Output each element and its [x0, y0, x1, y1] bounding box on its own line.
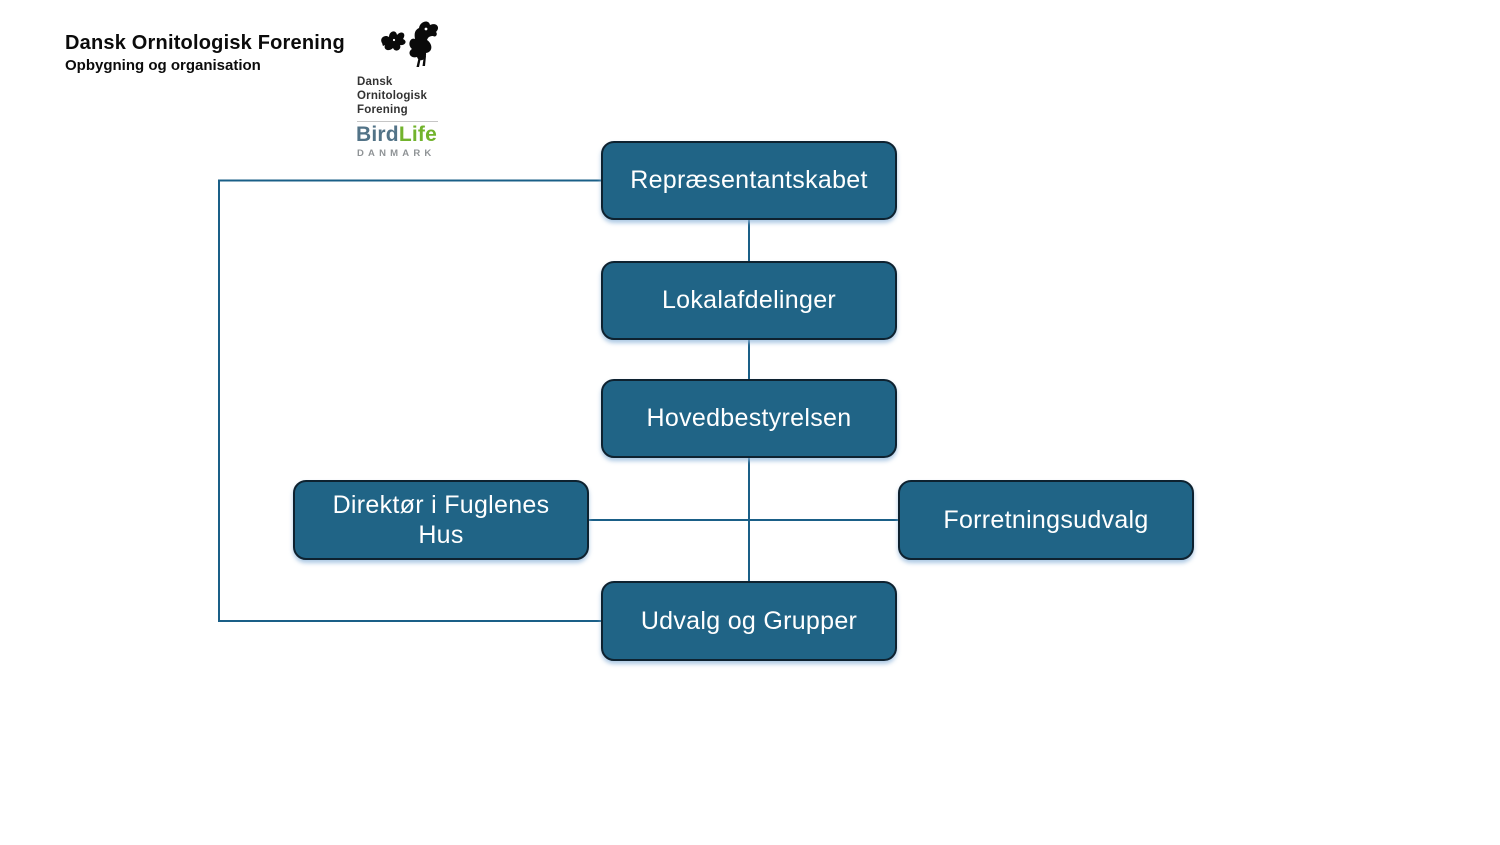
logo-org-line-2: Ornitologisk: [357, 90, 428, 102]
brand-country-label: DANMARK: [357, 148, 436, 159]
org-node-label: Forretningsudvalg: [943, 505, 1149, 534]
org-node-hovedbestyrelsen: Hovedbestyrelsen: [601, 379, 897, 458]
page-subtitle: Opbygning og organisation: [65, 57, 261, 74]
logo-divider: [357, 121, 438, 122]
logo-org-line-3: Forening: [357, 104, 408, 116]
org-node-udvalg-og-grupper: Udvalg og Grupper: [601, 581, 897, 661]
header: Dansk Ornitologisk Forening Opbygning og…: [65, 31, 345, 75]
page-title: Dansk Ornitologisk Forening: [65, 32, 345, 54]
birdlife-wordmark: BirdLife: [356, 123, 437, 147]
org-node-forretningsudvalg: Forretningsudvalg: [898, 480, 1194, 560]
org-node-repraesentantskabet: Repræsentantskabet: [601, 141, 897, 220]
logo-org-name: Dansk Ornitologisk Forening: [357, 75, 427, 117]
dof-birdlife-logo: Dansk Ornitologisk Forening BirdLife DAN…: [355, 16, 451, 161]
org-node-label: Repræsentantskabet: [630, 166, 868, 195]
logo-org-line-1: Dansk: [357, 76, 393, 88]
bird-silhouette-icon: [381, 21, 439, 67]
org-node-label: Hovedbestyrelsen: [646, 404, 852, 433]
brand-life: Life: [398, 123, 437, 146]
org-node-label: Direktør i Fuglenes Hus: [332, 490, 550, 550]
org-node-label: Lokalafdelinger: [661, 286, 837, 315]
brand-bird: Bird: [356, 123, 399, 146]
org-node-lokalafdelinger: Lokalafdelinger: [601, 261, 897, 340]
org-node-direktoer-i-fuglenes-hus: Direktør i Fuglenes Hus: [293, 480, 589, 560]
org-node-label: Udvalg og Grupper: [640, 606, 858, 635]
